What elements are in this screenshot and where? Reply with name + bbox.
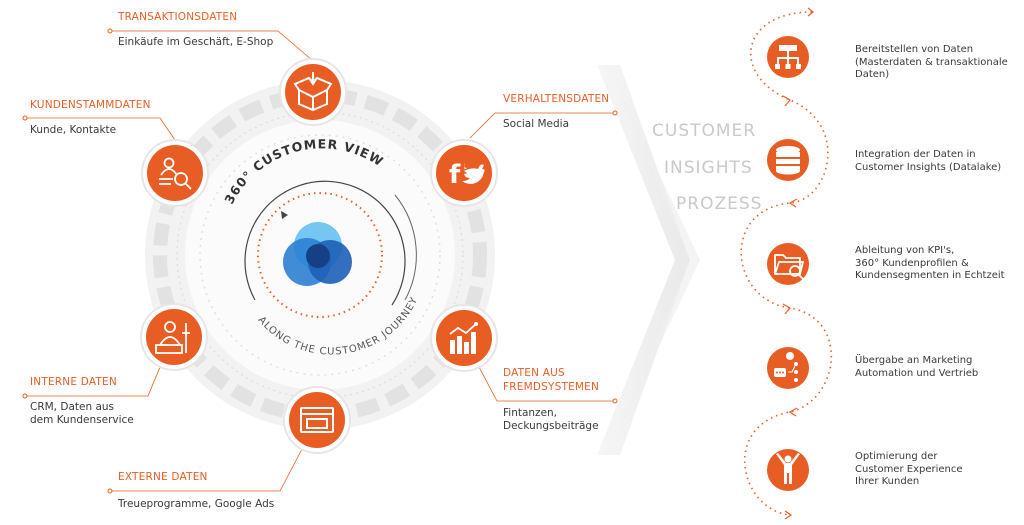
source-desc-kundenstammdaten: Kunde, Kontakte xyxy=(30,124,117,136)
journey-arc-light xyxy=(394,194,417,301)
source-desc-interne-daten-1: CRM, Daten aus xyxy=(30,401,115,413)
journey-arrow xyxy=(281,211,288,219)
source-title-verhaltensdaten: VERHALTENSDATEN xyxy=(503,93,610,105)
badge-interne-daten xyxy=(140,303,208,371)
badge-transaktionsdaten xyxy=(279,58,347,126)
customer-search-icon xyxy=(159,157,192,190)
step-badge-2 xyxy=(767,139,809,181)
source-desc-interne-daten-2: dem Kundenservice xyxy=(30,414,134,426)
source-title-externe-daten: EXTERNE DATEN xyxy=(118,471,208,483)
bar-chart-icon xyxy=(449,322,478,354)
presenter-icon xyxy=(155,321,190,354)
step-2-line-2: Customer Insights (Datalake) xyxy=(855,161,1002,173)
process-dotted-path xyxy=(740,11,833,516)
step-3-text: Ableitung von KPI's, 360° Kundenprofilen… xyxy=(855,245,1005,283)
badge-verhaltensdaten: f xyxy=(430,139,498,207)
step-2-text: Integration der Daten in Customer Insigh… xyxy=(855,149,1001,174)
source-title-interne-daten: INTERNE DATEN xyxy=(30,376,117,388)
process-label-line-1: CUSTOMER xyxy=(652,121,757,141)
step-3-line-1: Ableitung von KPI's, xyxy=(855,245,955,256)
step-1-line-2: (Masterdaten & transaktionale xyxy=(855,56,1008,68)
badge-fremdsysteme xyxy=(430,304,498,372)
social-media-icon: f xyxy=(449,160,485,190)
source-desc-fremdsysteme-1: Fintanzen, xyxy=(503,407,558,419)
step-5-text: Optimierung der Customer Experience Ihre… xyxy=(855,451,963,489)
step-badge-1 xyxy=(767,36,809,78)
connector-end-dots xyxy=(22,28,618,494)
folder-search-icon xyxy=(774,254,805,280)
source-title-fremdsysteme-1: DATEN AUS xyxy=(503,367,565,379)
box-icon xyxy=(293,72,333,112)
step-4-text: Übergabe an Marketing Automation und Ver… xyxy=(855,355,978,380)
process-path-arrows xyxy=(782,7,814,520)
hierarchy-icon xyxy=(775,45,801,69)
badge-kundenstammdaten xyxy=(141,139,209,207)
step-badge-5 xyxy=(767,449,809,491)
source-desc-fremdsysteme-2: Deckungsbeiträge xyxy=(503,420,599,432)
source-title-fremdsysteme-2: FREMDSYSTEMEN xyxy=(503,381,600,393)
step-5-line-3: Ihrer Kunden xyxy=(855,476,920,487)
step-3-line-2: 360° Kundenprofilen & xyxy=(855,257,969,269)
source-connectors xyxy=(25,30,615,492)
journey-arc-dark xyxy=(244,180,406,306)
step-4-line-2: Automation und Vertrieb xyxy=(855,367,979,379)
journey-dotted-orange xyxy=(257,192,383,318)
browser-window-icon xyxy=(300,407,334,433)
step-1-line-3: Daten) xyxy=(855,69,890,80)
step-2-line-1: Integration der Daten in xyxy=(855,149,976,160)
database-icon xyxy=(776,146,800,175)
badge-externe-daten xyxy=(283,386,351,454)
step-badge-3 xyxy=(767,243,809,285)
person-cheering-icon xyxy=(776,453,800,484)
step-badge-4 xyxy=(767,347,809,389)
process-label-line-3: PROZESS xyxy=(676,194,763,214)
step-3-line-3: Kundensegmenten in Echtzeit xyxy=(855,270,1005,281)
step-1-text: Bereitstellen von Daten (Masterdaten & t… xyxy=(855,44,1008,82)
customer-insights-logo xyxy=(283,222,352,286)
source-desc-transaktionsdaten: Einkäufe im Geschäft, E-Shop xyxy=(118,36,274,48)
step-5-line-1: Optimierung der xyxy=(855,451,938,462)
step-5-line-2: Customer Experience xyxy=(855,463,963,475)
automation-icon xyxy=(774,352,798,382)
source-desc-verhaltensdaten: Social Media xyxy=(503,118,570,130)
source-desc-externe-daten: Treueprogramme, Google Ads xyxy=(118,498,275,510)
source-title-transaktionsdaten: TRANSAKTIONSDATEN xyxy=(118,11,238,23)
step-1-line-1: Bereitstellen von Daten xyxy=(855,44,974,55)
source-title-kundenstammdaten: KUNDENSTAMMDATEN xyxy=(30,99,151,111)
svg-text:f: f xyxy=(449,160,461,190)
inner-dotted-ring xyxy=(199,134,441,376)
step-4-line-1: Übergabe an Marketing xyxy=(855,355,973,366)
process-label-line-2: INSIGHTS xyxy=(664,158,753,178)
